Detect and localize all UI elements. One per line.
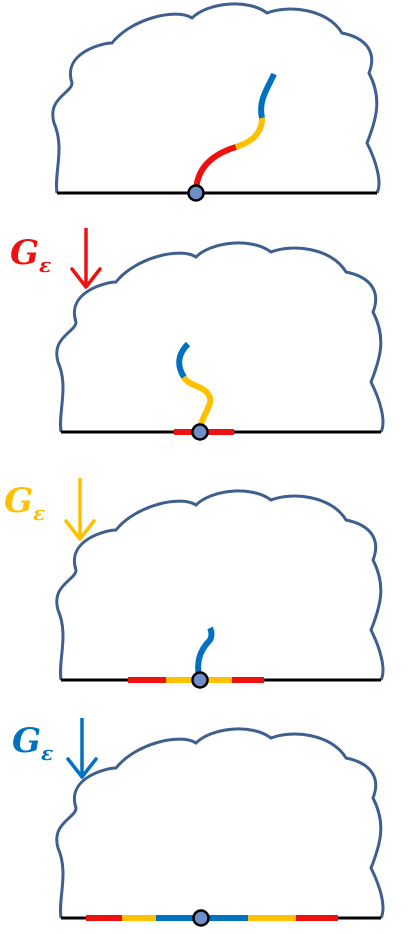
blob-outline	[55, 727, 385, 920]
blob-outline	[55, 241, 385, 434]
svg-text:Gε: Gε	[12, 721, 53, 765]
step-1-subscript: ε	[39, 253, 51, 277]
path-blue-segment	[195, 626, 215, 681]
step-3-operator: Gε	[12, 718, 98, 779]
step-2-down-arrow-icon	[64, 478, 96, 541]
step-2-symbol: G	[4, 481, 33, 521]
origin-dot	[187, 184, 205, 202]
step-3-subscript: ε	[41, 741, 53, 765]
path-yellow-segment	[234, 117, 265, 150]
step-2-operator: Gε	[4, 478, 96, 541]
step-3-down-arrow-icon	[66, 718, 98, 779]
path-blue-segment	[176, 341, 191, 379]
panel-4	[55, 727, 385, 927]
svg-text:Gε: Gε	[4, 481, 45, 525]
step-1-down-arrow-icon	[70, 228, 102, 289]
step-1-operator: Gε	[10, 228, 102, 289]
panel-1	[51, 2, 381, 202]
svg-text:Gε: Gε	[10, 233, 51, 277]
path-blue-segment	[258, 72, 277, 119]
panel-2	[55, 241, 385, 441]
origin-dot	[191, 423, 209, 441]
origin-dot	[192, 909, 210, 927]
path-red-segment	[193, 144, 237, 194]
origin-dot	[191, 671, 209, 689]
step-2-subscript: ε	[33, 501, 45, 525]
step-1-symbol: G	[10, 233, 39, 273]
path-yellow-segment	[181, 375, 214, 433]
panel-3	[55, 489, 385, 689]
step-3-symbol: G	[12, 721, 41, 761]
blob-outline	[55, 489, 385, 682]
blob-outline	[51, 2, 381, 195]
